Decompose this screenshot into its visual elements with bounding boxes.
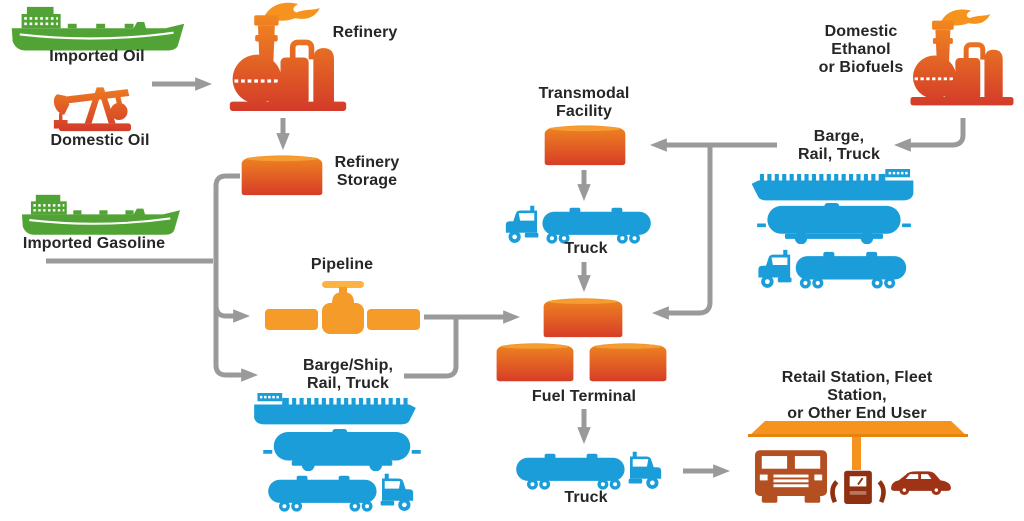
fuel-terminal-tank-icon	[543, 298, 623, 338]
label-barge-rail-truck: Barge, Rail, Truck	[797, 127, 881, 163]
car-icon	[891, 471, 951, 496]
label-transmodal-facility: Transmodal Facility	[538, 84, 630, 120]
pipeline-valve-icon	[265, 281, 420, 334]
fuel-terminal-tank-icon	[496, 343, 574, 382]
arrow-ethanol-to-bargerail	[893, 118, 966, 152]
label-refinery-storage: Refinery Storage	[334, 153, 400, 189]
tanker-truck-icon	[516, 451, 662, 490]
label-pipeline: Pipeline	[310, 255, 374, 273]
tanker-truck-icon	[505, 205, 651, 244]
label-refinery: Refinery	[332, 23, 398, 41]
arrow-bargerail-to-terminal	[651, 145, 713, 320]
rail-tank-car-icon	[263, 429, 421, 471]
transmodal-facility-tank-icon	[544, 125, 626, 166]
canopy-pole	[852, 437, 861, 470]
tanker-truck-icon	[268, 473, 414, 512]
label-retail-station: Retail Station, Fleet Station, or Other …	[781, 368, 933, 423]
refinery-storage-tank-icon	[241, 155, 323, 196]
cargo-ship-icon	[10, 6, 186, 52]
refinery-icon	[230, 3, 346, 111]
arrow-storage-to-bargeship	[213, 173, 259, 382]
label-imported-gasoline: Imported Gasoline	[22, 234, 166, 252]
tanker-truck-icon	[758, 249, 907, 289]
label-domestic-oil: Domestic Oil	[50, 131, 150, 149]
pumpjack-icon	[54, 87, 131, 131]
label-barge-ship-rail-truck: Barge/Ship, Rail, Truck	[302, 356, 394, 392]
label-fuel-terminal: Fuel Terminal	[531, 387, 637, 405]
connector-lines	[46, 77, 966, 478]
label-domestic-ethanol: Domestic Ethanol or Biofuels	[818, 22, 904, 77]
retail-station-icon	[748, 421, 968, 504]
label-imported-oil: Imported Oil	[49, 47, 145, 65]
line-bargeship-to-terminal	[404, 317, 459, 379]
bus-icon	[754, 450, 828, 503]
canopy	[748, 421, 968, 437]
barge-icon	[752, 169, 914, 200]
barge-icon	[254, 393, 416, 424]
fuel-pump-icon	[832, 471, 883, 504]
cargo-ship-icon	[20, 194, 182, 237]
label-transmodal-truck: Truck	[564, 239, 608, 257]
rail-tank-car-icon	[757, 203, 911, 244]
label-terminal-truck: Truck	[564, 488, 608, 506]
fuel-terminal-tank-icon	[589, 343, 667, 382]
ethanol-plant-icon	[910, 10, 1013, 106]
arrow-storage-to-pipeline	[213, 304, 251, 323]
